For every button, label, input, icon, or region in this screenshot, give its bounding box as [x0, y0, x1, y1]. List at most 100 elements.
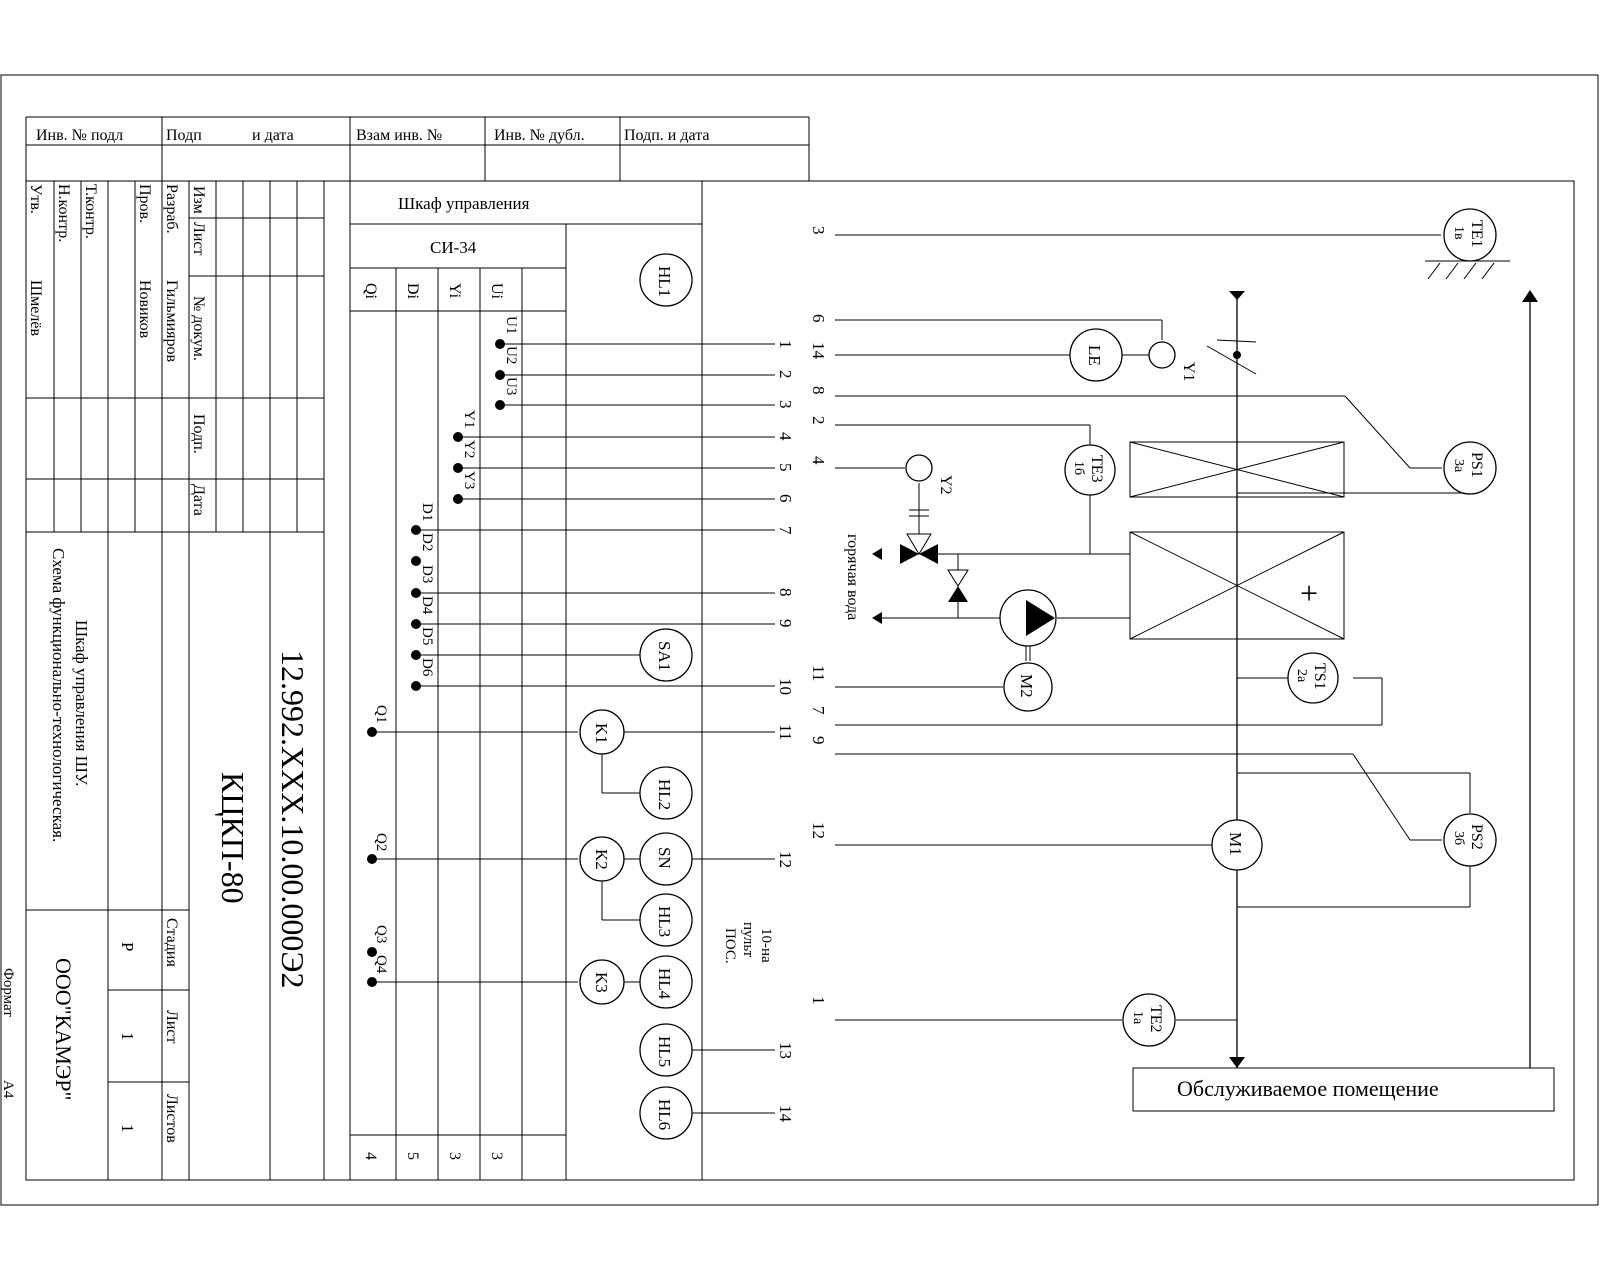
cabinet-devices: HL1 SA1 K1 HL2 K2 SN HL3 K3 HL4 HL5 HL6 … [579, 253, 775, 1140]
stamp-listov-val: 1 [118, 1124, 137, 1133]
relay-k3 [579, 959, 625, 1005]
label-hl2: HL2 [655, 779, 674, 810]
label-podp-i-data: Подп. и дата [624, 127, 709, 144]
term-cab-7: 7 [776, 526, 795, 535]
field-terminals: 3 6 14 8 2 4 11 7 9 12 1 [809, 226, 828, 1005]
label-d6: D6 [419, 658, 435, 677]
label-le: LE [1085, 345, 1104, 366]
stamp-data: Дата [190, 484, 207, 516]
return-arrow-top [1522, 290, 1538, 302]
stamp-stadiya-val: Р [118, 942, 137, 951]
label-te3-sub: 1б [1071, 461, 1086, 475]
term-field-1: 1 [809, 996, 828, 1005]
indicator-hl3 [639, 893, 693, 947]
dot-y1 [453, 432, 463, 442]
col-count-qi: 4 [362, 1152, 379, 1160]
dot-u1 [495, 339, 505, 349]
col-count-yi: 3 [446, 1152, 463, 1160]
dot-y3 [453, 494, 463, 504]
dot-q1 [367, 727, 377, 737]
format-label: Формат [0, 968, 16, 1017]
label-q3: Q3 [373, 925, 389, 943]
stamp-utv-name: Шмелёв [27, 280, 44, 336]
label-q2: Q2 [373, 833, 389, 851]
label-te1-sub: 1в [1451, 226, 1466, 240]
term-cab-9: 9 [776, 619, 795, 628]
term-cab-4: 4 [776, 432, 795, 441]
term-cab-3: 3 [776, 400, 795, 409]
duct-arrow-bottom [1229, 1057, 1245, 1068]
doc-number: 12.992.XXX.10.00.000Э2 [275, 650, 311, 988]
label-ps2-sub: 3б [1451, 831, 1466, 845]
dot-d2 [411, 556, 421, 566]
label-hl1: HL1 [655, 266, 674, 297]
sensor-le [1069, 328, 1123, 382]
col-header-qi: Qi [362, 283, 379, 300]
stamp-listov-label: Листов [163, 1094, 180, 1143]
controller-outputs: U1 U2 U3 Y1 Y2 Y3 D1 D2 D3 D4 D5 D6 [367, 316, 775, 987]
label-vzam-inv: Взам инв. № [356, 127, 442, 144]
indicator-hl5 [639, 1023, 693, 1077]
label-y2: Y2 [461, 440, 477, 458]
term-field-11: 11 [809, 665, 828, 681]
heater-box [1129, 531, 1345, 640]
label-y3: Y3 [461, 471, 477, 489]
damper-y1-actuator [1148, 341, 1176, 369]
sensor-ps2 [1443, 813, 1497, 867]
relay-k1 [579, 709, 625, 755]
product-name: КЦКП-80 [215, 772, 251, 904]
stamp-izm: Изм [190, 186, 207, 214]
label-te2-sub: 1а [1130, 1011, 1145, 1025]
sensor-te1 [1443, 208, 1497, 262]
field-instruments: TE1 1в LE PS1 3а TE3 1б TS1 2а M1 PS2 3б… [1064, 208, 1497, 1047]
dot-d3 [411, 588, 421, 598]
col-header-yi: Yi [446, 283, 463, 299]
label-hl3: HL3 [655, 906, 674, 937]
device-sn [639, 832, 693, 886]
stamp-n-dokum: № докум. [190, 296, 207, 361]
label-y1: Y1 [461, 410, 477, 428]
dot-y2 [453, 463, 463, 473]
term-cab-13: 13 [776, 1042, 795, 1059]
term-field-9: 9 [809, 736, 828, 745]
label-k1: K1 [592, 723, 611, 744]
sensor-te3 [1064, 444, 1116, 496]
outer-frame [0, 74, 1599, 1206]
term-field-8: 8 [809, 386, 828, 395]
label-m1: M1 [1226, 832, 1245, 856]
label-k3: K3 [592, 972, 611, 993]
label-ts1: TS1 [1311, 663, 1328, 690]
field-wiring [835, 234, 1471, 1021]
junction-dot [1233, 351, 1241, 359]
stamp-podp: Подп. [190, 414, 207, 454]
term-field-4: 4 [809, 456, 828, 465]
label-d1: D1 [419, 503, 435, 521]
term-cab-8: 8 [776, 588, 795, 597]
dot-d5 [411, 650, 421, 660]
label-ps1: PS1 [1468, 452, 1485, 478]
term-field-7: 7 [809, 706, 828, 715]
sensor-te2 [1122, 993, 1176, 1047]
remote-note-2: пульт [740, 922, 756, 958]
label-y1: Y1 [1180, 362, 1197, 382]
label-k2: K2 [592, 849, 611, 870]
company-name: ООО"КАМЭР" [51, 958, 76, 1101]
term-field-6: 6 [809, 314, 828, 323]
remote-note-1: 10-на [758, 928, 774, 963]
indicator-hl1 [639, 253, 693, 307]
term-field-14: 14 [809, 342, 828, 360]
label-d4: D4 [419, 596, 435, 615]
stamp-razrab-name: Гильмияров [163, 280, 180, 363]
stamp-t-kontr: Т.контр. [82, 184, 99, 239]
label-q1: Q1 [373, 705, 389, 723]
sensor-ps1 [1443, 441, 1497, 495]
top-stamp-row: Инв. № подл Подп и дата Взам инв. № Инв.… [25, 116, 810, 181]
label-d5: D5 [419, 627, 435, 645]
label-ps1-sub: 3а [1451, 459, 1466, 473]
term-cab-14: 14 [776, 1105, 795, 1123]
dot-q3 [367, 947, 377, 957]
dot-d6 [411, 681, 421, 691]
serviced-room-label: Обслуживаемое помещение [1177, 1076, 1439, 1101]
heater-plus: + [1300, 575, 1318, 611]
term-cab-12: 12 [776, 851, 795, 868]
